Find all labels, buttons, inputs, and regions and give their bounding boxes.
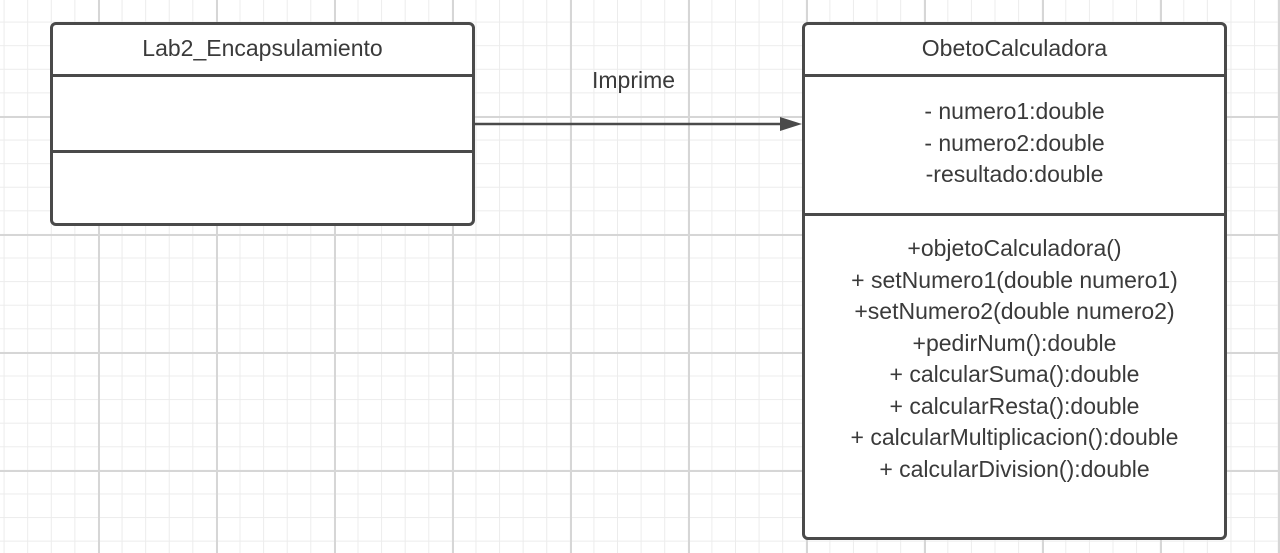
- method-item: + calcularSuma():double: [889, 361, 1140, 387]
- method-item: +setNumero2(double numero2): [854, 298, 1175, 324]
- method-item: +pedirNum():double: [912, 329, 1117, 356]
- methods-section: [53, 150, 472, 223]
- method-item: + calcularDivision():double: [879, 455, 1150, 482]
- class-name: Lab2_Encapsulamiento: [142, 35, 383, 61]
- method-item: + calcularMultiplicacion():double: [850, 424, 1179, 450]
- association-label: Imprime: [592, 67, 676, 93]
- class-name: ObetoCalculadora: [921, 35, 1108, 61]
- method-item: + calcularResta():double: [889, 392, 1140, 419]
- methods-section: +objetoCalculadora() + setNumero1(double…: [805, 213, 1224, 485]
- attribute-item: - numero1:double: [924, 98, 1105, 124]
- attributes-section: - numero1:double - numero2:double -resul…: [805, 74, 1224, 213]
- class-obetocalculadora[interactable]: ObetoCalculadora - numero1:double - nume…: [802, 22, 1227, 540]
- attribute-item: - numero2:double: [924, 129, 1105, 156]
- method-item: +objetoCalculadora(): [907, 235, 1122, 261]
- method-item: + setNumero1(double numero1): [851, 266, 1178, 293]
- arrowhead-icon: [780, 117, 802, 131]
- class-lab2-encapsulamiento[interactable]: Lab2_Encapsulamiento: [50, 22, 475, 226]
- attribute-item: -resultado:double: [925, 161, 1104, 187]
- attributes-section: [53, 74, 472, 150]
